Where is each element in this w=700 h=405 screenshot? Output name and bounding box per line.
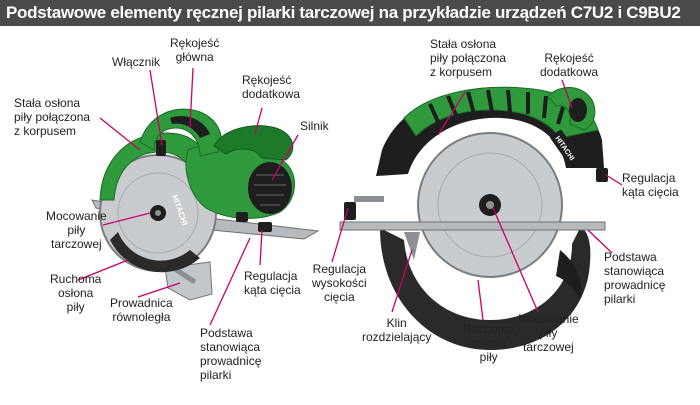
right-depth-knob	[344, 202, 356, 220]
leader-stala-oslona-right	[437, 91, 466, 136]
leader-regulacja-wysokosci	[331, 207, 349, 263]
right-lower-guard	[380, 228, 591, 350]
leader-podstawa-left	[209, 237, 251, 326]
label-ruchoma-oslona-left: Ruchoma osłona piły	[50, 272, 102, 314]
leader-ruchoma-oslona-right	[477, 279, 484, 321]
right-motor-body	[403, 86, 599, 139]
label-wlacznik: Włącznik	[112, 55, 161, 69]
left-lower-guard	[110, 232, 200, 273]
leader-prowadnica	[137, 282, 181, 298]
label-prowadnica: Prowadnica równoległa	[110, 296, 173, 324]
label-podstawa-right: Podstawa stanowiąca prowadnicę pilarki	[604, 250, 666, 306]
right-riving-knife	[404, 232, 420, 260]
right-front-bracket	[354, 196, 384, 202]
label-regulacja-kata-right: Regulacja kąta cięcia	[622, 171, 679, 199]
leader-regulacja-kata-right	[605, 174, 623, 186]
right-saw: HITACHI	[339, 86, 608, 350]
leader-ruchoma-oslona-left	[77, 259, 129, 281]
right-brand-plate	[550, 129, 580, 165]
right-aux-handle-knob	[569, 98, 587, 122]
leader-mocowanie-right	[492, 207, 539, 313]
leader-podstawa-right	[587, 229, 613, 254]
left-bevel-knob	[258, 222, 272, 232]
leader-rekojesc-glowna	[189, 67, 194, 129]
right-body-ribs	[428, 89, 566, 127]
left-trigger	[156, 140, 166, 156]
label-podstawa-left: Podstawa stanowiąca prowadnicę pilarki	[200, 326, 262, 382]
leader-lines	[77, 67, 623, 326]
leader-regulacja-kata-left	[259, 229, 263, 266]
label-rekojesc-dodatkowa-left: Rękojeść dodatkowa	[242, 73, 301, 101]
label-mocowanie-left: Mocowanie piły tarczowej	[46, 209, 107, 251]
label-silnik: Silnik	[300, 119, 329, 133]
right-base-plate	[339, 221, 606, 231]
right-arbor-bolt	[486, 201, 494, 209]
left-main-handle	[139, 108, 222, 157]
left-arbor-bolt	[155, 210, 161, 216]
right-bevel-knob	[596, 168, 608, 182]
left-blade-inner	[117, 172, 199, 254]
right-blade-inner	[437, 152, 543, 258]
leader-silnik	[271, 134, 299, 181]
label-rekojesc-dodatkowa-right: Rękojeść dodatkowa	[540, 51, 599, 79]
label-stala-oslona-right: Stała osłona piły połączona z korpusem	[430, 37, 507, 79]
left-motor-cap	[248, 162, 292, 214]
left-depth-lever	[236, 212, 248, 222]
label-mocowanie-right: Mocowanie piły tarczowej	[518, 312, 579, 354]
label-klin: Klin rozdzielający	[362, 316, 432, 344]
leader-klin	[391, 249, 413, 313]
leader-stala-oslona-left	[99, 117, 141, 151]
label-regulacja-kata-left: Regulacja kąta cięcia	[244, 269, 301, 297]
title-bar: Podstawowe elementy ręcznej pilarki tarc…	[0, 0, 700, 26]
label-rekojesc-glowna: Rękojeść główna	[170, 36, 220, 64]
left-motor-vents	[254, 174, 286, 206]
leader-mocowanie-left	[102, 212, 151, 226]
leader-rekojesc-dodatkowa-right	[561, 79, 573, 109]
right-lower-guard-lip	[556, 250, 582, 300]
diagram-title: Podstawowe elementy ręcznej pilarki tarc…	[6, 3, 681, 22]
leader-rekojesc-dodatkowa-left	[254, 107, 263, 135]
label-ruchoma-oslona-right: Ruchoma osłona piły	[463, 322, 515, 364]
label-regulacja-wysokosci: Regulacja wysokości cięcia	[312, 262, 367, 304]
leader-wlacznik	[149, 69, 163, 146]
label-stala-oslona-left: Stała osłona piły połączona z korpusem	[14, 96, 91, 138]
left-saw: HITACHI	[91, 108, 320, 301]
